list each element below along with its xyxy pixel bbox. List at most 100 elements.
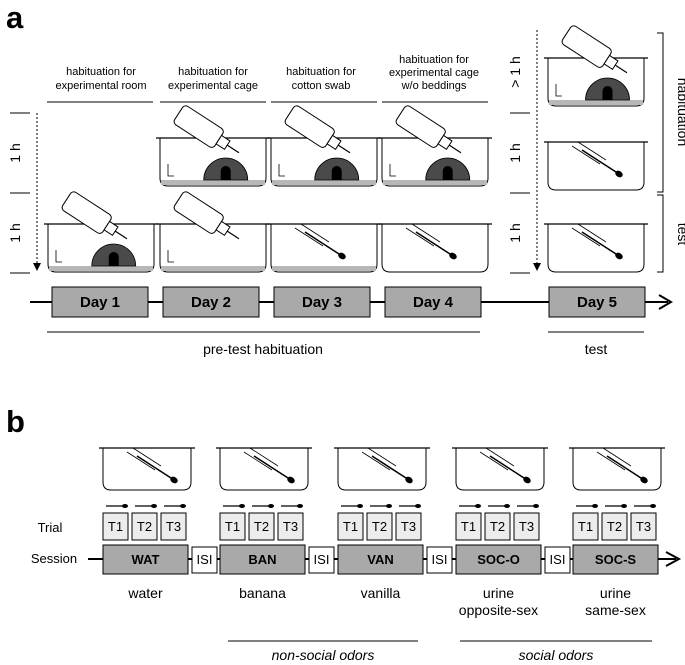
bottle-holder (167, 164, 174, 177)
trial-box-rect (366, 512, 393, 541)
bedding (161, 266, 265, 271)
shelter-door (331, 166, 342, 180)
trial-swab-tip (297, 504, 303, 508)
trial-label: T2 (607, 519, 622, 534)
bottle-holder (55, 250, 62, 263)
trial-label: T1 (343, 519, 358, 534)
trial-box: T3 (395, 504, 422, 541)
cage-day5-top (544, 25, 648, 107)
cage-day5-lower (544, 223, 648, 273)
time-right-1h-upper: 1 h (507, 143, 523, 162)
trial-box-rect (248, 512, 275, 541)
cage-day4-lower (378, 223, 492, 273)
swab-holder (479, 447, 515, 471)
panel-b-label: b (6, 404, 25, 439)
trial-box-rect (102, 512, 129, 541)
trial-label: T2 (372, 519, 387, 534)
caption-day3-line1: habituation for (286, 66, 356, 78)
caption-day4: habituation for experimental cage w/o be… (382, 54, 488, 103)
trial-label: T2 (490, 519, 505, 534)
trial-box: T3 (160, 504, 187, 541)
bracket-pretest: pre-test habituation (47, 331, 480, 357)
isi-label: ISI (197, 552, 213, 567)
session-description: vanilla (361, 585, 401, 601)
swab-tip (287, 476, 295, 484)
trial-box: T2 (131, 504, 158, 541)
isi-label: ISI (550, 552, 566, 567)
session-code: BAN (248, 552, 276, 567)
day-timeline: Day 1 Day 2 Day 3 Day 4 Day 5 (30, 286, 673, 318)
isi-rect (191, 546, 218, 574)
day-box-1: Day 1 (51, 286, 149, 318)
trial-swab-tip (533, 504, 539, 508)
cotton-swab (596, 447, 648, 484)
session-rect (337, 544, 424, 575)
cage-body (572, 448, 662, 491)
session-rect (455, 544, 542, 575)
trial-label: T3 (401, 519, 416, 534)
trial-box: T1 (455, 504, 482, 541)
trial-box: T1 (572, 504, 599, 541)
group-social-label: social odors (519, 647, 594, 663)
cage-body (337, 448, 427, 491)
caption-day1-line1: habituation for (66, 66, 136, 78)
row-session-label: Session (31, 551, 77, 566)
swab-stick (136, 455, 172, 479)
cage-day3-upper (267, 105, 381, 187)
water-bottle (61, 191, 128, 240)
trial-box-rect (513, 512, 540, 541)
bottle-spout (226, 144, 240, 154)
isi-box: ISI (191, 546, 218, 574)
caption-day4-line3: w/o beddings (401, 80, 467, 92)
cage-body (219, 448, 309, 491)
cage-day1-lower (44, 191, 158, 273)
session-cage-5 (569, 447, 665, 491)
swab-holder (596, 447, 632, 471)
swab-tip (449, 252, 457, 260)
swab-stick (581, 231, 617, 255)
trial-box-rect (484, 512, 511, 541)
time-left-1h-upper: 1 h (7, 143, 23, 162)
cage-body (455, 448, 545, 491)
day-1-label: Day 1 (80, 294, 120, 311)
swab-stick (606, 455, 642, 479)
trial-box: T1 (337, 504, 364, 541)
session-description: opposite-sex (459, 602, 538, 618)
trial-swab-tip (357, 504, 363, 508)
swab-holder (126, 447, 162, 471)
caption-day3: habituation for cotton swab (271, 66, 377, 103)
swab-stick (253, 455, 289, 479)
time-right-more-than-1h: > 1 h (507, 56, 523, 88)
cage-day2-lower (156, 191, 270, 273)
water-bottle (561, 25, 628, 74)
bottle-holder (278, 164, 285, 177)
swab-tip (338, 252, 346, 260)
cotton-swab (571, 223, 623, 260)
trial-box: T2 (601, 504, 628, 541)
cage-day4-upper (378, 105, 492, 187)
trial-swab-tip (268, 504, 274, 508)
cotton-swab (294, 223, 346, 260)
cage-body (102, 448, 192, 491)
bottle-spout (614, 64, 628, 74)
session-description: urine (600, 585, 631, 601)
swab-stick (489, 455, 525, 479)
trial-box-rect (277, 512, 304, 541)
bedding (49, 266, 153, 271)
bedding (383, 180, 487, 185)
swab-tip (615, 252, 623, 260)
swab-holder (243, 447, 279, 471)
cotton-swab (126, 447, 178, 484)
time-left-1h-lower: 1 h (7, 223, 23, 242)
cage-body (547, 142, 645, 191)
trial-label: T1 (578, 519, 593, 534)
session-code: SOC-O (477, 552, 520, 567)
trial-swab-tip (415, 504, 421, 508)
swab-stick (415, 231, 451, 255)
water-bottle (173, 191, 240, 240)
cotton-swab (571, 141, 623, 178)
day-box-2: Day 2 (162, 286, 260, 318)
shelter-door (220, 166, 231, 180)
